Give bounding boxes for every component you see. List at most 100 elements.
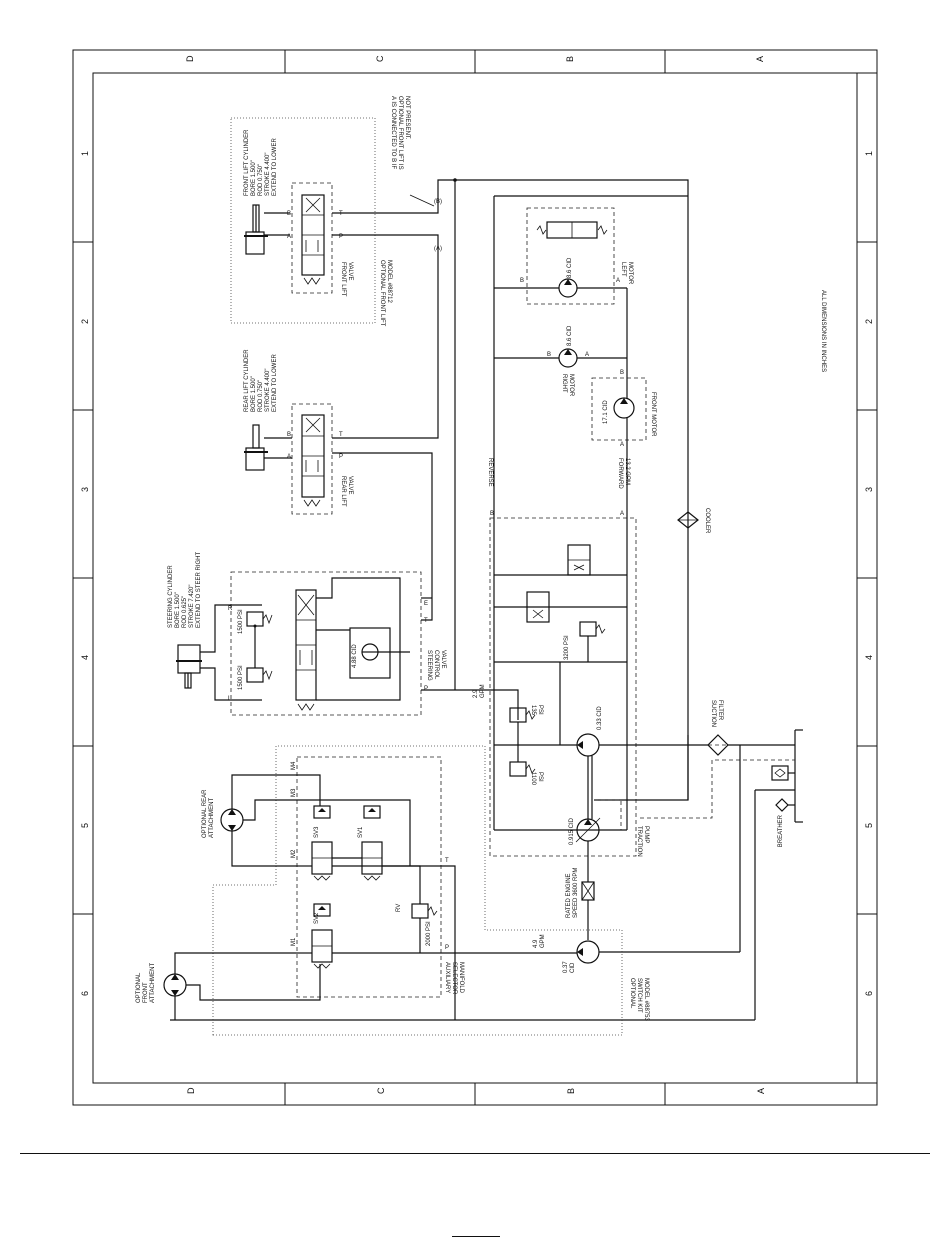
drawing-border — [72, 49, 878, 1106]
relief-1100-psi: 1100 PSI — [530, 772, 543, 786]
zone-letter-bottom-d: D — [186, 1087, 196, 1094]
sv3-label: SV3 — [314, 826, 320, 838]
svg-text:VALVE: VALVE — [347, 476, 353, 494]
zone-number-right-1: 1 — [864, 151, 874, 156]
manifold-port-p: P — [445, 945, 449, 951]
left-motor-arrow-icon — [564, 279, 572, 285]
zone-number-left-3: 3 — [80, 487, 90, 492]
svg-text:OPTIONAL REAR: OPTIONAL REAR — [202, 789, 208, 838]
left-motor-brake-valve — [536, 221, 608, 239]
left-motor-cid: 8.6 CID — [567, 257, 573, 278]
zone-letter-bottom-a: A — [756, 1088, 766, 1094]
traction-gpm-label: 2.9 GPM — [473, 684, 486, 698]
front-motor-cid: 17.1 CID — [603, 400, 609, 424]
front-motor-port-a: A — [620, 442, 624, 448]
sv3-solenoid-valve — [311, 805, 333, 881]
zone-number-left-1: 1 — [80, 151, 90, 156]
zone-letter-top-a: A — [755, 56, 765, 62]
svg-text:FORWARD: FORWARD — [617, 458, 623, 489]
port-m1: M1 — [291, 937, 297, 946]
svg-text:STROKE 7.420": STROKE 7.420" — [189, 585, 195, 628]
svg-text:SELECTOR: SELECTOR — [451, 962, 457, 995]
port-m4: M4 — [291, 761, 297, 770]
zone-number-right-4: 4 — [864, 655, 874, 660]
steering-cylinder-label: STEERING CYLINDER STEERING CYLINDER BORE… — [168, 552, 202, 628]
rear-attachment-arrow-icon — [228, 809, 236, 831]
svg-text:RIGHT: RIGHT — [561, 374, 567, 393]
drawing-inner-border — [92, 72, 878, 1084]
rear-lift-port-b: B — [287, 432, 291, 438]
cooler-label: COOLER — [704, 508, 710, 534]
left-motor-box — [526, 207, 615, 305]
steering-port-l: L — [228, 696, 232, 702]
svg-text:MODEL #88753: MODEL #88753 — [643, 978, 649, 1021]
rear-lift-cylinder-label: REAR LIFT CYLINDER BORE 1.500" ROD 0.750… — [244, 349, 278, 412]
svg-text:MOTOR: MOTOR — [568, 374, 574, 397]
svg-text:4.9: 4.9 — [533, 939, 539, 948]
front-motor-box — [591, 377, 647, 441]
auxiliary-pump-cid: 0.37 CID — [563, 961, 576, 973]
charge-pump-cid: 0.33 CID — [597, 706, 603, 730]
front-lift-valve-label: FRONT LIFT VALVE — [340, 262, 353, 297]
svg-text:ATTACHMENT: ATTACHMENT — [209, 798, 215, 838]
dimensions-note: ALL DIMENSIONS IN INCHES — [820, 290, 826, 372]
suction-filter-icon — [707, 734, 729, 756]
svg-text:NOT PRESENT.: NOT PRESENT. — [404, 96, 410, 140]
front-lift-valve-box — [291, 182, 333, 294]
svg-text:STEERING: STEERING — [426, 650, 432, 681]
front-lift-cylinder — [244, 204, 290, 255]
svg-text:MODEL #88712: MODEL #88712 — [386, 260, 392, 303]
rear-lift-port-t: T — [339, 432, 343, 438]
steering-relief-r-psi: 1500 PSI — [238, 609, 244, 634]
svg-text:CONTROL: CONTROL — [433, 650, 439, 680]
charge-pump-arrow-icon — [577, 741, 583, 749]
svg-text:PUMP: PUMP — [643, 826, 649, 843]
steering-control-valve-box — [230, 571, 422, 716]
sv1-label: SV1 — [358, 826, 364, 838]
left-motor-port-b: B — [520, 278, 524, 284]
traction-port-a: A — [620, 511, 624, 517]
front-lift-valve — [301, 194, 325, 285]
right-motor-label: RIGHT MOTOR — [561, 374, 574, 397]
rear-lift-port-p: P — [339, 454, 343, 460]
port-m3: M3 — [291, 788, 297, 797]
right-motor-port-b: B — [547, 352, 551, 358]
cooler-icon — [677, 511, 699, 529]
traction-pump-label: TRACTION PUMP — [636, 826, 649, 857]
svg-text:13.2 GPM: 13.2 GPM — [624, 458, 630, 485]
svg-text:REAR LIFT: REAR LIFT — [340, 476, 346, 507]
svg-text:EXTEND TO LOWER: EXTEND TO LOWER — [272, 354, 278, 412]
svg-text:0.37: 0.37 — [563, 961, 569, 973]
svg-text:RATED ENGINE: RATED ENGINE — [566, 873, 572, 918]
zone-number-right-6: 6 — [864, 991, 874, 996]
steering-relief-valve-l — [246, 667, 273, 683]
front-lift-option-box — [230, 117, 376, 324]
connector-b-label: (B) — [434, 199, 442, 205]
svg-text:EXTEND TO STEER RIGHT: EXTEND TO STEER RIGHT — [196, 552, 202, 628]
right-motor-port-a: A — [585, 352, 589, 358]
svg-text:FRONT LIFT CYLINDER: FRONT LIFT CYLINDER — [244, 129, 250, 196]
front-attachment-label: OPTIONAL FRONT ATTACHMENT — [136, 963, 156, 1003]
svg-text:STROKE 4.400": STROKE 4.400" — [265, 369, 271, 412]
svg-text:1100: 1100 — [530, 772, 536, 786]
zone-letter-bottom-c: C — [376, 1087, 386, 1094]
svg-text:BORE 1.500": BORE 1.500" — [251, 376, 257, 412]
svg-text:2.9: 2.9 — [473, 689, 479, 698]
front-lift-port-b: B — [287, 211, 291, 217]
svg-text:OPTIONAL: OPTIONAL — [136, 972, 142, 1003]
steering-relief-valve-r — [246, 611, 273, 628]
connector-a-label: (A) — [434, 246, 442, 252]
left-motor-label: LEFT MOTOR — [620, 262, 633, 285]
rated-engine-speed-label: RATED ENGINE SPEED 3600 RPM — [566, 868, 579, 918]
front-motor-port-b: B — [620, 370, 624, 376]
rv-label: RV — [396, 904, 402, 912]
svg-text:A IS CONNECTED TO B IF: A IS CONNECTED TO B IF — [390, 96, 396, 169]
sv2-label: SV2 — [314, 912, 320, 924]
zone-letter-bottom-b: B — [566, 1088, 576, 1094]
svg-text:AUXILIARY: AUXILIARY — [444, 962, 450, 993]
page-number-rule — [452, 1236, 500, 1237]
steering-valve-cid: 4.88 CID — [352, 644, 358, 668]
svg-text:FILTER: FILTER — [717, 700, 723, 721]
steering-port-t: T — [424, 618, 428, 624]
